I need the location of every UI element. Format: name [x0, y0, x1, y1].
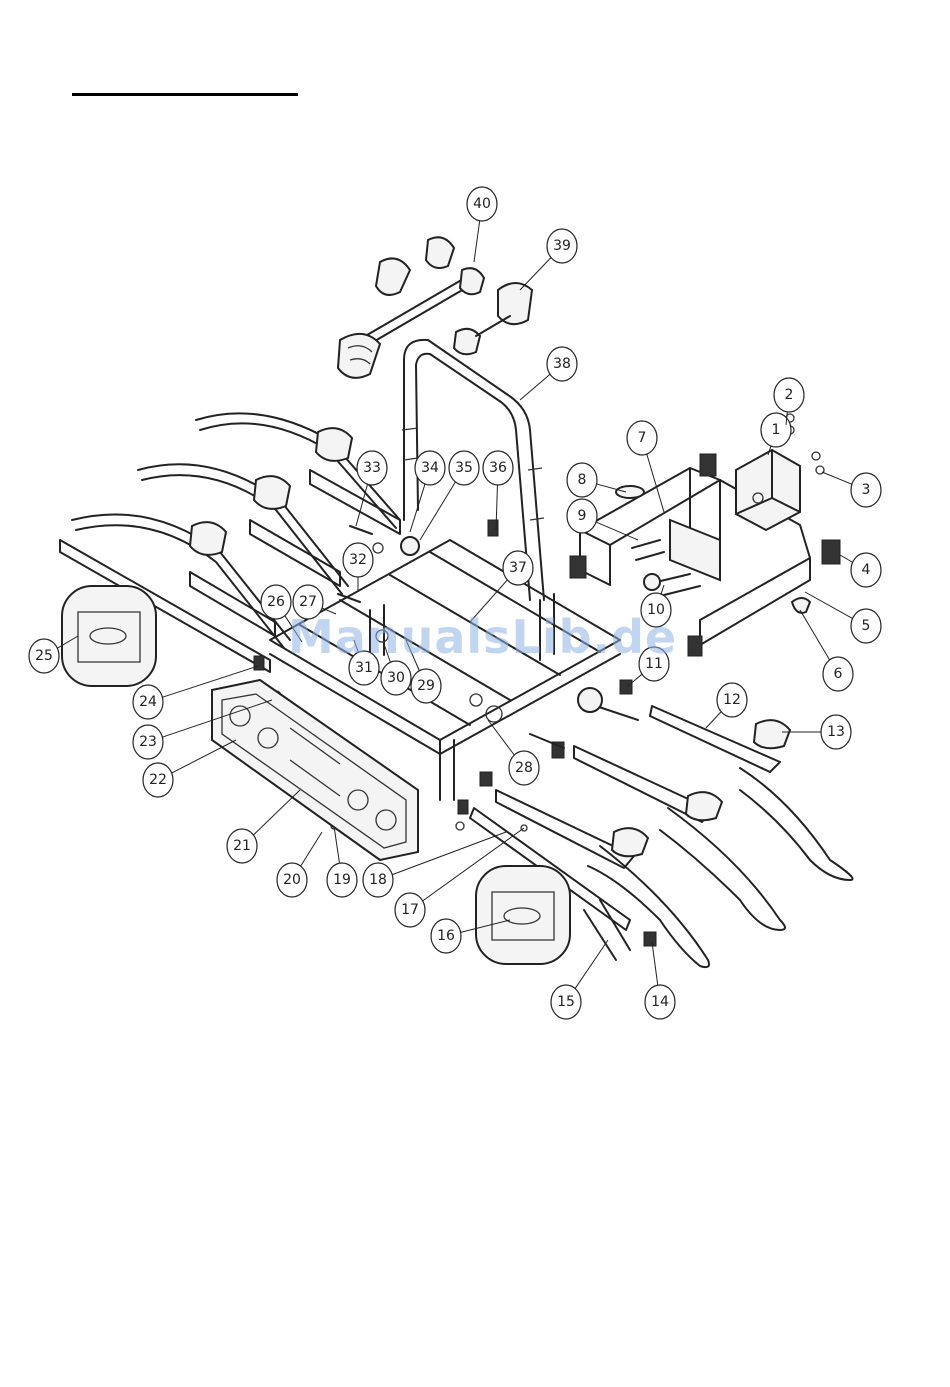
callout-leader-22	[171, 740, 236, 773]
callout-leader-4	[840, 555, 853, 563]
callout-leader-20	[300, 832, 322, 867]
callout-leader-35	[420, 481, 456, 540]
callout-leader-12	[706, 711, 722, 728]
callout-number-15: 15	[557, 994, 575, 1010]
callout-leader-6	[800, 610, 830, 661]
callout-leader-40	[474, 219, 480, 262]
callout-leader-3	[822, 472, 852, 484]
callout-number-8: 8	[578, 472, 587, 488]
callout-number-34: 34	[421, 460, 439, 476]
callout-number-39: 39	[553, 238, 571, 254]
callout-number-25: 25	[35, 648, 53, 664]
callout-number-23: 23	[139, 734, 157, 750]
callout-number-38: 38	[553, 356, 571, 372]
callout-number-32: 32	[349, 552, 367, 568]
callout-number-40: 40	[473, 196, 491, 212]
callout-leader-14	[652, 942, 658, 987]
callout-number-26: 26	[267, 594, 285, 610]
callout-number-2: 2	[785, 387, 794, 403]
callout-number-37: 37	[509, 560, 527, 576]
callout-leader-21	[253, 790, 300, 836]
callout-number-4: 4	[862, 562, 871, 578]
callout-number-13: 13	[827, 724, 845, 740]
watermark: ManualsLib.de	[288, 610, 677, 664]
rear-light-25	[62, 586, 156, 686]
callout-number-19: 19	[333, 872, 351, 888]
callout-number-33: 33	[363, 460, 381, 476]
callout-number-24: 24	[139, 694, 157, 710]
callout-number-5: 5	[862, 618, 871, 634]
callout-number-16: 16	[437, 928, 455, 944]
callout-number-29: 29	[417, 678, 435, 694]
callout-number-27: 27	[299, 594, 317, 610]
callout-number-7: 7	[638, 430, 647, 446]
callout-number-6: 6	[834, 666, 843, 682]
callout-number-20: 20	[283, 872, 301, 888]
rear-light-16	[476, 866, 570, 964]
callout-number-9: 9	[578, 508, 587, 524]
callout-number-22: 22	[149, 772, 167, 788]
callout-number-1: 1	[772, 422, 781, 438]
callout-leader-15	[574, 940, 608, 990]
callout-leader-7	[646, 452, 664, 512]
bike-frame-holder-40	[338, 237, 484, 378]
callout-number-14: 14	[651, 994, 669, 1010]
callout-leader-39	[520, 257, 552, 290]
callout-number-36: 36	[489, 460, 507, 476]
callout-leader-28	[488, 720, 515, 756]
callout-number-30: 30	[387, 670, 405, 686]
callout-number-17: 17	[401, 902, 419, 918]
callout-number-35: 35	[455, 460, 473, 476]
callout-leader-38	[520, 374, 551, 400]
callout-number-3: 3	[862, 482, 871, 498]
callout-number-28: 28	[515, 760, 533, 776]
callout-labels: 1234567891011121314151617181920212223242…	[29, 187, 881, 1019]
callout-leader-5	[805, 592, 853, 619]
callout-number-21: 21	[233, 838, 251, 854]
callout-leader-9	[596, 522, 638, 540]
callout-number-18: 18	[369, 872, 387, 888]
callout-number-12: 12	[723, 692, 741, 708]
coupling-head-1	[736, 450, 800, 530]
